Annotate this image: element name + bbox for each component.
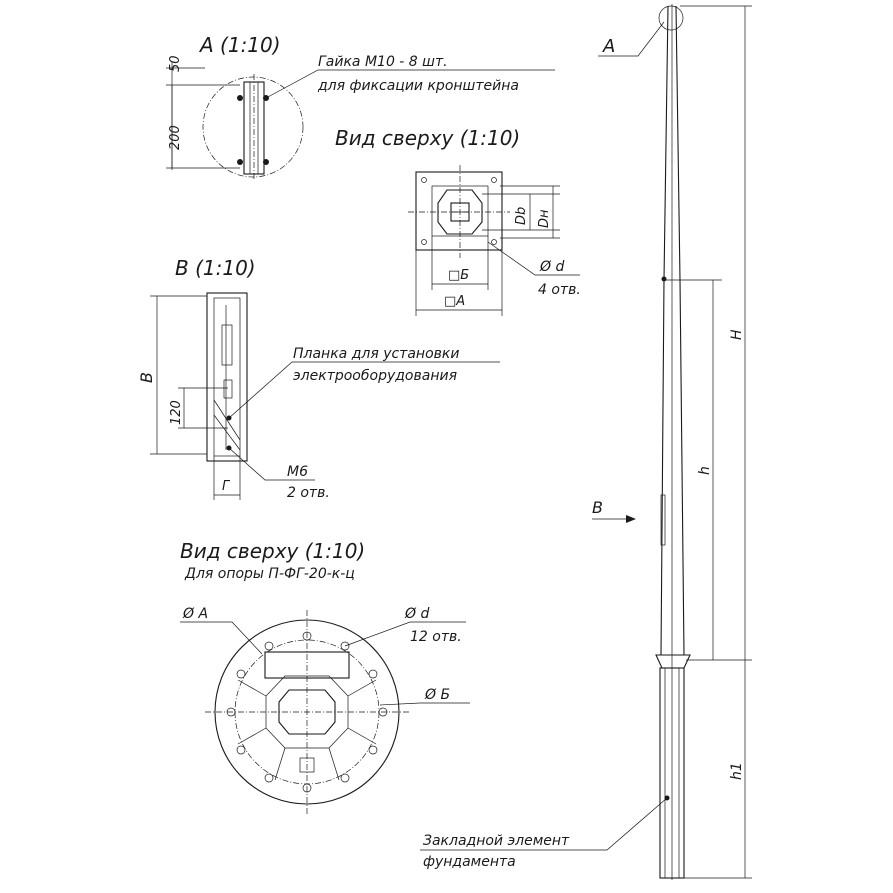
pole-note-embedded: Закладной элемент: [423, 833, 570, 849]
view-a-title: А (1:10): [198, 33, 281, 57]
view-a-dim-50: 50: [168, 55, 183, 72]
top-view-2-subtitle: Для опоры П-ФГ-20-к-ц: [184, 566, 355, 582]
top-view-1: Вид сверху (1:10) Db Dн □Б □А Ø d 4 отв.: [335, 126, 581, 316]
view-b-m6-count: 2 отв.: [287, 485, 330, 501]
view-a-dim-200: 200: [168, 125, 183, 150]
top-view-2-hole-count: 12 отв.: [410, 629, 462, 645]
view-b-dim-120: 120: [169, 400, 184, 425]
top-view-2-title: Вид сверху (1:10): [180, 539, 365, 563]
pole-dim-h: h: [697, 466, 713, 475]
pole-elevation: А В H h h1 Закладной элемент фундамента: [420, 4, 752, 880]
top-view-2-dia-b: Ø Б: [424, 687, 450, 703]
view-b-title: В (1:10): [175, 256, 256, 280]
top-view-1-dim-db: Db: [514, 207, 529, 225]
pole-note-foundation: фундамента: [423, 854, 516, 870]
view-a-note-fixation: для фиксации кронштейна: [317, 78, 519, 94]
top-view-1-dim-b: □Б: [448, 268, 469, 283]
top-view-1-dim-dh: Dн: [537, 209, 552, 228]
flange-outer-circle: [214, 619, 400, 805]
pole-dim-h1: h1: [729, 762, 745, 780]
view-a-detail: А (1:10) 50 200 Гайка М10 - 8 шт. для фи…: [166, 33, 555, 180]
view-b-dim-b: В: [137, 372, 156, 383]
top-view-1-hole-d: Ø d: [539, 259, 564, 275]
top-view-2-dia-d: Ø d: [404, 606, 429, 622]
view-a-note-nut: Гайка М10 - 8 шт.: [318, 54, 448, 70]
view-b-note-equipment: электрооборудования: [293, 368, 457, 384]
view-b-detail: В (1:10) В 120 Г Планка для установки эл…: [137, 256, 500, 501]
view-b-note-plate: Планка для установки: [293, 346, 459, 362]
pole-label-a: А: [602, 36, 615, 57]
top-view-1-dim-a: □А: [444, 294, 465, 309]
view-b-m6: М6: [287, 464, 308, 480]
top-view-1-hole-count: 4 отв.: [538, 282, 581, 298]
top-view-2-dia-a: Ø А: [182, 606, 208, 622]
pole-dim-H: H: [729, 329, 745, 340]
pole-label-b: В: [592, 498, 603, 517]
view-a-detail-circle: [202, 76, 304, 178]
view-b-dim-g: Г: [222, 479, 231, 494]
top-view-2: Вид сверху (1:10) Для опоры П-ФГ-20-к-ц …: [180, 539, 470, 815]
top-view-1-title: Вид сверху (1:10): [335, 126, 520, 150]
